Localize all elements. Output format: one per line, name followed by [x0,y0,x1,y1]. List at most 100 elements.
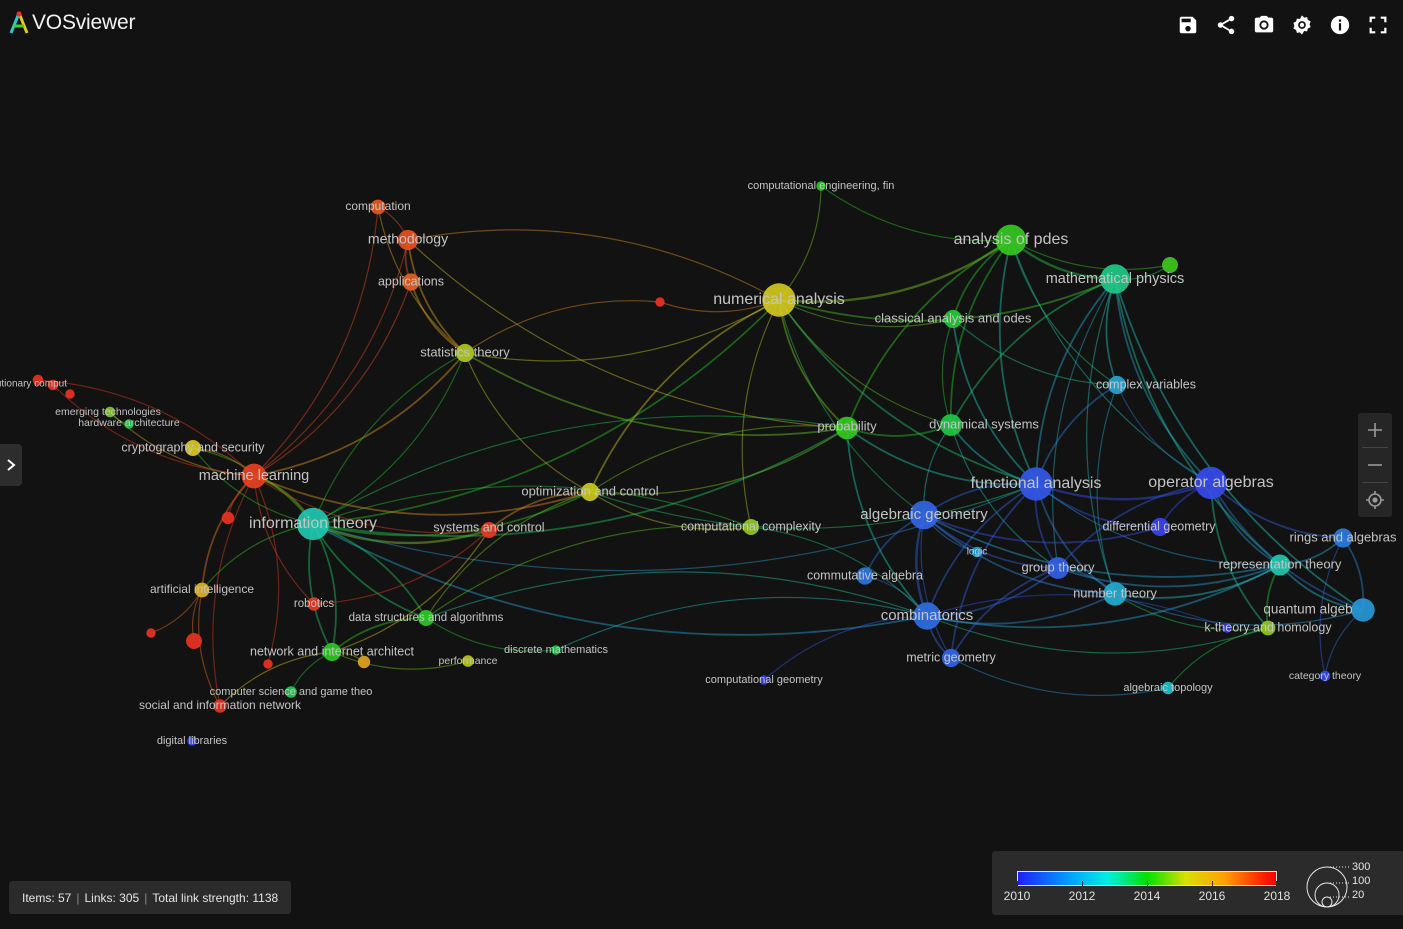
node-comp-geometry[interactable] [759,675,769,685]
node-applications[interactable] [402,273,420,291]
label-comp-geometry[interactable]: computational geometry [705,674,823,686]
node-orphan9[interactable] [263,659,273,669]
label-information-theory[interactable]: information theory [249,515,377,532]
node-rings-algebras[interactable] [1333,528,1353,548]
node-operator-algebras[interactable] [1194,466,1228,500]
node-math-physics[interactable] [1100,264,1130,294]
save-button[interactable] [1169,10,1207,40]
node-metric-geometry[interactable] [941,648,961,668]
node-quantum-algebra[interactable] [1351,598,1375,622]
zoom-in-button[interactable] [1358,413,1392,447]
node-orphan3[interactable] [186,633,202,649]
node-group-theory[interactable] [1047,557,1069,579]
node-discrete-math[interactable] [551,645,561,655]
node-cs-game[interactable] [285,686,297,698]
label-crypto[interactable]: cryptography and security [121,440,265,454]
node-numerical-analysis[interactable] [762,283,796,317]
label-functional-analysis[interactable]: functional analysis [971,475,1102,492]
node-artificial-intelligence[interactable] [194,582,210,598]
label-comp-complexity[interactable]: computational complexity [681,519,822,533]
label-machine-learning[interactable]: machine learning [199,468,309,484]
label-methodology[interactable]: methodology [368,231,448,247]
label-k-theory[interactable]: k-theory and homology [1204,620,1332,634]
label-algebraic-geometry[interactable]: algebraic geometry [860,506,988,523]
label-rings-algebras[interactable]: rings and algebras [1290,529,1397,544]
label-applications[interactable]: applications [378,274,444,288]
node-optimization[interactable] [580,482,600,502]
label-commutative-algebra[interactable]: commutative algebra [807,568,923,582]
screenshot-button[interactable] [1245,10,1283,40]
zoom-out-button[interactable] [1358,448,1392,482]
label-data-structures[interactable]: data structures and algorithms [349,612,504,624]
node-orphan5[interactable] [357,655,371,669]
label-metric-geometry[interactable]: metric geometry [906,650,996,664]
label-hardware[interactable]: hardware architecture [78,417,180,429]
node-orphan1[interactable] [47,379,59,391]
node-orphan8[interactable] [146,628,156,638]
node-network-internet[interactable] [322,642,342,662]
label-computation[interactable]: computation [345,199,410,213]
label-differential-geometry[interactable]: differential geometry [1102,519,1216,533]
label-neural[interactable]: l and evolutionary comput [0,379,67,390]
label-combinatorics[interactable]: combinatorics [881,607,974,624]
node-hardware[interactable] [124,419,134,429]
label-cs-game[interactable]: computer science and game theo [210,686,373,698]
node-crypto[interactable] [185,440,201,456]
label-probability[interactable]: probability [817,418,877,433]
label-algebraic-topology[interactable]: algebraic topology [1123,682,1213,694]
node-computation[interactable] [370,199,386,215]
node-probability[interactable] [835,416,859,440]
node-digital-libraries[interactable] [187,736,197,746]
node-algebraic-topology[interactable] [1161,681,1175,695]
label-representation-theory[interactable]: representation theory [1219,556,1342,571]
label-statistics-theory[interactable]: statistics theory [420,344,510,359]
node-machine-learning[interactable] [241,463,267,489]
reset-view-button[interactable] [1358,483,1392,517]
node-number-theory[interactable] [1103,582,1127,606]
label-classical-analysis[interactable]: classical analysis and odes [875,310,1032,325]
label-math-physics[interactable]: mathematical physics [1046,271,1185,287]
label-comp-eng[interactable]: computational engineering, fin [748,180,895,192]
label-systems-control[interactable]: systems and control [433,520,544,534]
node-functional-analysis[interactable] [1019,467,1053,501]
label-discrete-math[interactable]: discrete mathematics [504,644,608,656]
node-representation-theory[interactable] [1269,554,1291,576]
info-button[interactable] [1321,10,1359,40]
side-panel-toggle[interactable] [0,444,22,486]
label-emerging[interactable]: emerging technologies [55,406,161,418]
node-category-theory[interactable] [1319,670,1331,682]
node-emerging[interactable] [104,406,116,418]
node-ode-extra[interactable] [1162,257,1178,273]
label-logic[interactable]: logic [967,547,988,558]
label-robotics[interactable]: robotics [294,598,335,610]
node-orphan6[interactable] [655,297,665,307]
label-complex-variables[interactable]: complex variables [1096,377,1196,391]
node-logic[interactable] [971,546,983,558]
label-network-internet[interactable]: network and internet architect [250,644,415,658]
node-commutative-algebra[interactable] [856,567,874,585]
node-combinatorics[interactable] [913,602,941,630]
node-orphan7[interactable] [1222,623,1232,633]
node-methodology[interactable] [397,229,419,251]
node-neural[interactable] [32,374,44,386]
share-button[interactable] [1207,10,1245,40]
node-orphan4[interactable] [65,389,75,399]
label-quantum-algebra[interactable]: quantum algeb [1263,602,1352,617]
node-social-info[interactable] [213,699,227,713]
label-numerical-analysis[interactable]: numerical analysis [713,291,845,308]
label-operator-algebras[interactable]: operator algebras [1148,474,1273,491]
node-dynamical-systems[interactable] [940,414,962,436]
settings-button[interactable] [1283,10,1321,40]
node-classical-analysis[interactable] [943,309,963,329]
label-analysis-pdes[interactable]: analysis of pdes [954,231,1069,248]
node-orphan2[interactable] [221,511,235,525]
node-performance[interactable] [462,655,474,667]
node-robotics[interactable] [307,597,321,611]
label-digital-libraries[interactable]: digital libraries [157,735,228,747]
label-group-theory[interactable]: group theory [1022,559,1095,574]
node-differential-geometry[interactable] [1150,517,1170,537]
label-dynamical-systems[interactable]: dynamical systems [929,416,1039,431]
label-artificial-intelligence[interactable]: artificial intelligence [150,582,254,596]
node-analysis-pdes[interactable] [995,224,1027,256]
